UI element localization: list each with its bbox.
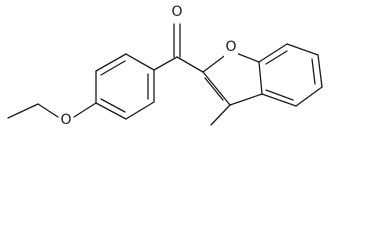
o-aryl-bond	[73, 102, 97, 118]
phenyl-ring	[95, 53, 155, 120]
carbonyl-group	[153, 23, 204, 73]
ethyl-ch3-ch2-bond	[7, 103, 39, 119]
benzo-inner-double-bond	[311, 58, 316, 85]
phenyl-bond	[95, 53, 127, 72]
ethyl-ch2-o-bond	[37, 103, 59, 118]
furan-c7a-c3a-bond	[258, 61, 263, 95]
benzo-bond	[258, 43, 288, 63]
atom-label-ether-oxygen: O	[59, 110, 73, 129]
furan-ring	[202, 50, 263, 106]
phenyl-bond	[95, 102, 127, 120]
furan-c3a-c3-bond	[229, 93, 263, 106]
fused-benzene-ring	[258, 43, 323, 107]
carbonyl-oxygen-label: O	[171, 4, 182, 20]
phenyl-bond	[125, 101, 155, 120]
benzo-bond	[286, 43, 319, 56]
benzo-inner-double-bond	[265, 89, 294, 101]
furan-c2-c3-double-bond	[204, 77, 224, 101]
benzo-inner-double-bond	[265, 50, 288, 65]
furan-oxygen-label: O	[225, 39, 236, 55]
atom-label-carbonyl-oxygen: O	[170, 3, 184, 22]
phenyl-inner-double-bond	[100, 98, 126, 113]
furan-c3-c2-bond	[202, 71, 231, 106]
chemical-structure-diagram: O O O	[7, 3, 323, 129]
benzo-bond	[317, 54, 323, 88]
ether-oxygen-label: O	[60, 112, 71, 128]
phenyl-bond	[125, 53, 155, 71]
carbonyl-furan-bond	[176, 56, 204, 73]
benzo-bond	[295, 86, 323, 107]
atom-label-furan-oxygen: O	[224, 38, 238, 57]
phenyl-inner-double-bond	[100, 60, 126, 76]
aryl-carbonyl-bond	[153, 56, 178, 71]
benzo-bond	[261, 93, 297, 107]
ethoxy-group	[7, 102, 97, 119]
methyl-bond	[210, 104, 231, 126]
